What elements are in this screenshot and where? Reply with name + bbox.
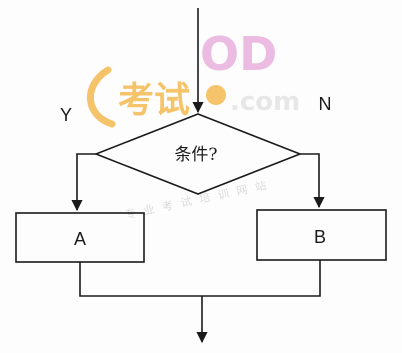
process-box-a-label: A [74,229,86,249]
merge-line [79,260,321,297]
no-branch-label: N [319,94,332,114]
process-box-b [256,209,387,261]
watermark-domain: .com [230,87,300,117]
no-branch-arrow [300,153,325,209]
decision-diamond [93,113,303,195]
yes-branch-label: Y [60,105,72,125]
yes-branch-arrow [71,153,96,212]
watermark-slogan: 专业考试培训网站 [124,176,276,221]
process-box-b-label: B [314,227,326,247]
watermark-logo-text: 考试 [118,80,190,121]
decision-condition-label: 条件? [174,145,217,165]
watermark-logo-text-latin: OD [200,27,277,81]
